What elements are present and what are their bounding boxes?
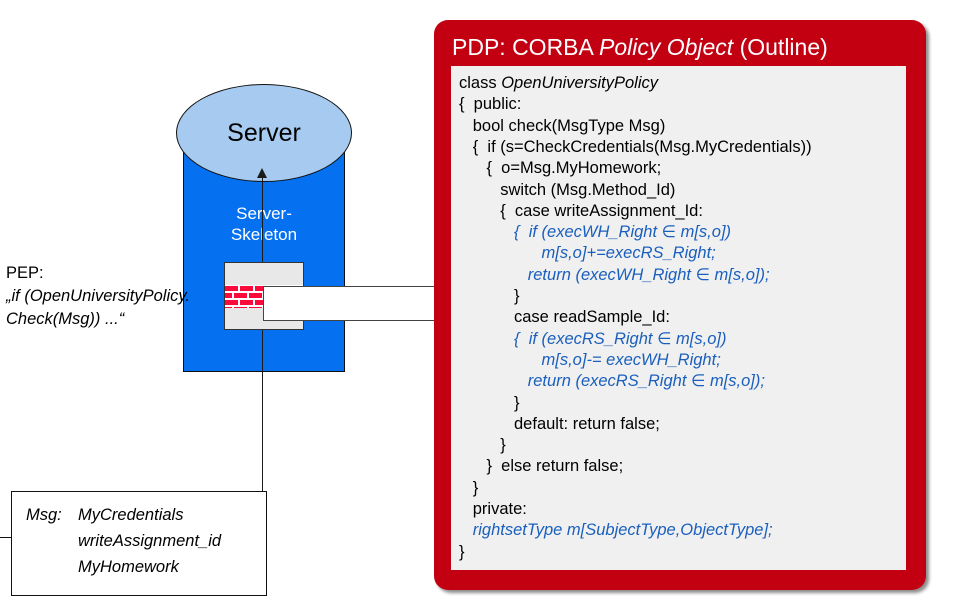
code-line: } [459,287,520,305]
code-line: rightsetType m[SubjectType,ObjectType]; [459,521,773,540]
code-line: } [459,393,520,412]
code-line: { if (execWH_Right ∈ m[s,o]) [459,223,732,242]
code-line: switch (Msg.Method_Id) [459,180,676,199]
code-line: case readSample_Id: [459,308,670,327]
firewall-brick [234,293,247,298]
code-line: } [459,478,479,497]
pdp-title-suffix: (Outline) [733,34,828,60]
code-identifier: OpenUniversityPolicy [501,74,658,92]
pdp-panel-title: PDP: CORBA Policy Object (Outline) [452,30,922,64]
code-line: m[s,o]+=execRS_Right; [459,244,716,263]
message-key-label: Msg: [26,506,62,524]
firewall-brick [240,286,253,291]
policy-code-listing: class OpenUniversityPolicy { public: bool… [451,66,906,570]
pdp-title-italic: Policy Object [598,34,734,60]
server-ellipse-shape: Server [176,84,352,182]
firewall-brick [249,307,262,308]
code-line: } [459,436,506,455]
incoming-message-line [0,537,14,539]
code-line: default: return false; [459,414,660,433]
server-skeleton-label: Server- Skeleton [230,204,298,244]
code-line: private: [459,500,527,518]
code-line: m[s,o]-= execWH_Right; [459,350,721,369]
firewall-brick [240,300,253,305]
message-value-object: MyHomework [78,558,179,576]
pep-label: PEP: „if (OpenUniversityPolicy. Check(Ms… [6,262,221,331]
message-value-method: writeAssignment_id [78,532,222,550]
code-line: } [459,542,465,561]
code-line: { public: [459,95,522,114]
code-keyword: class [459,74,502,92]
firewall-brick [255,300,268,305]
pep-label-line1: PEP: [6,264,44,282]
message-flow-line [262,173,264,545]
message-flow-arrow-icon [257,168,267,178]
firewall-brick [225,300,238,305]
server-label: Server [227,118,301,147]
code-line: { case writeAssignment_Id: [459,201,703,220]
pep-label-line2: „if (OpenUniversityPolicy. [6,287,190,305]
firewall-brick [225,307,232,308]
code-line: class OpenUniversityPolicy [459,74,658,93]
message-value-credentials: MyCredentials [78,506,184,524]
pep-label-line3: Check(Msg)) ...“ [6,310,125,328]
code-line: { if (s=CheckCredentials(Msg.MyCredentia… [459,137,812,156]
firewall-brick [249,293,262,298]
firewall-brick [225,293,232,298]
firewall-brick [225,286,238,291]
code-line: bool check(MsgType Msg) [459,116,666,135]
firewall-brick [255,286,268,291]
message-box: Msg: MyCredentials writeAssignment_id My… [11,491,267,596]
code-line: return (execWH_Right ∈ m[s,o]); [459,265,770,284]
code-line: { if (execRS_Right ∈ m[s,o]) [459,329,727,348]
firewall-brick [234,307,247,308]
pdp-title-prefix: PDP: CORBA [452,34,599,60]
code-line: { o=Msg.MyHomework; [459,159,662,178]
code-line: return (execRS_Right ∈ m[s,o]); [459,372,765,391]
code-line: } else return false; [459,457,624,476]
